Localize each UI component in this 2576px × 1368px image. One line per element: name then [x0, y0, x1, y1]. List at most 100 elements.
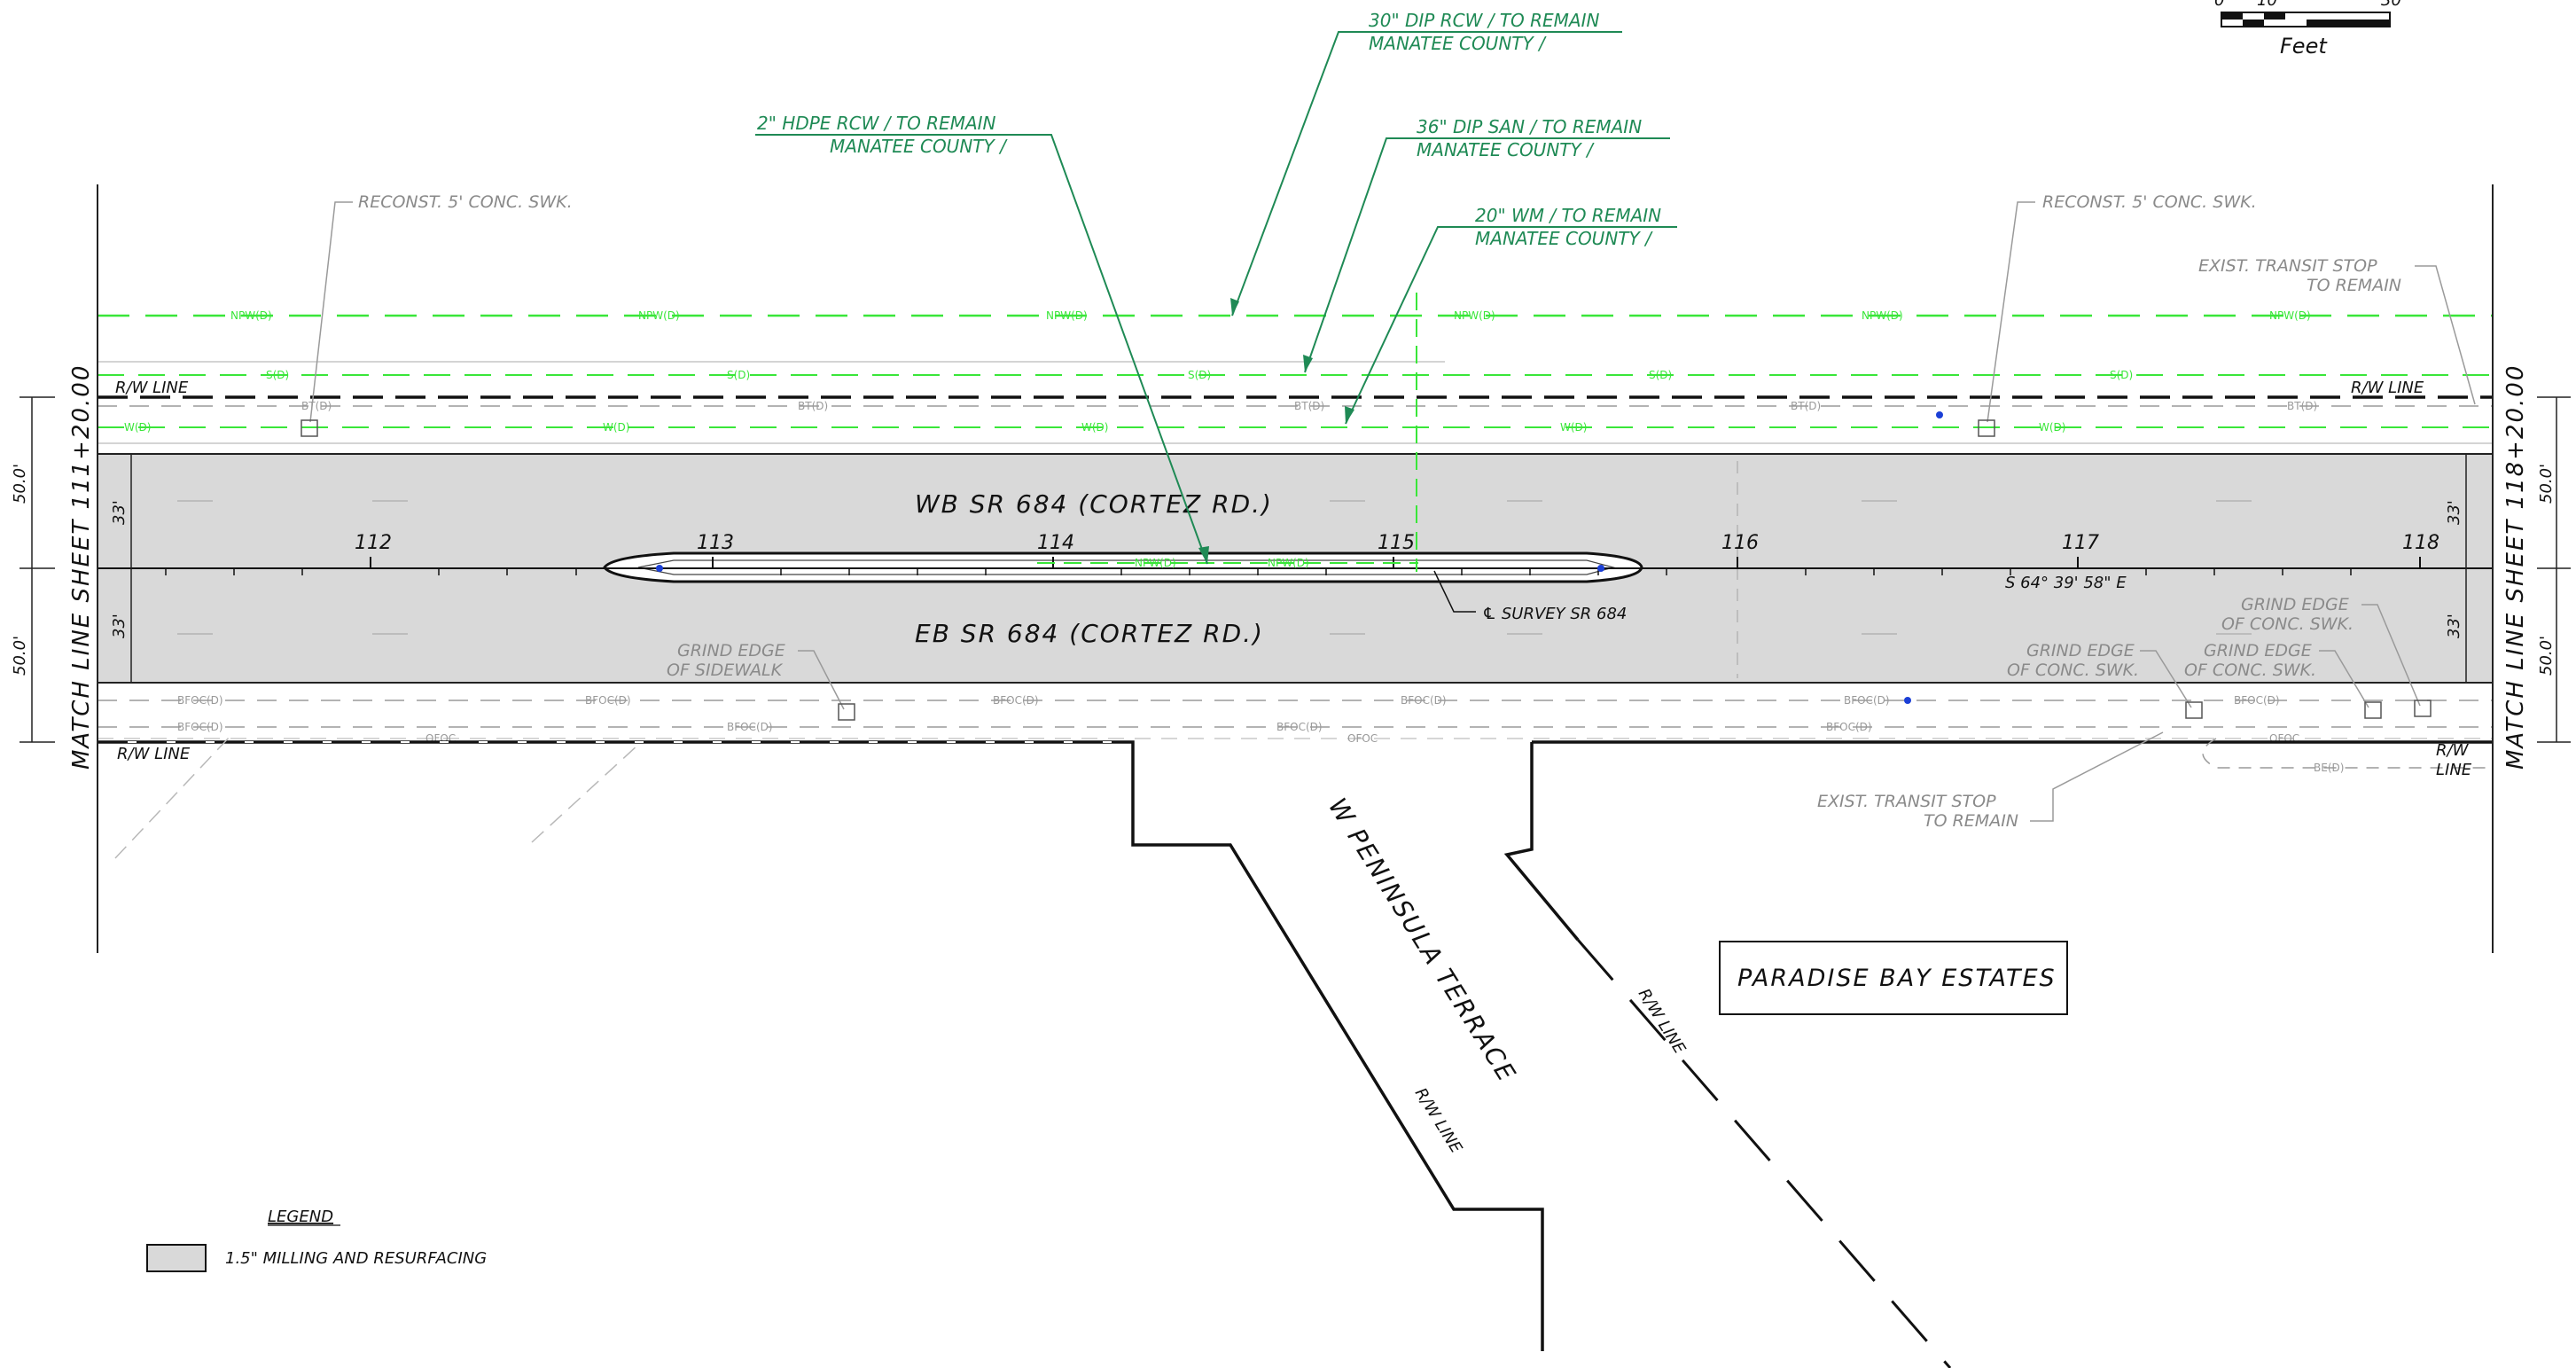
svg-text:MANATEE COUNTY /: MANATEE COUNTY / [830, 136, 1008, 157]
npw-tag: NPW(D) [230, 309, 272, 322]
svg-text:20" WM / TO REMAIN: 20" WM / TO REMAIN [1475, 205, 1661, 226]
bfoc-line-2: BFOC(D) BFOC(D) BFOC(D) BFOC(D) [98, 721, 2493, 733]
bt-tag: BT(D) [1294, 400, 1324, 412]
station-label: 114 [1037, 532, 1074, 554]
note-grind-conc-3: GRIND EDGE OF CONC. SWK. [2221, 595, 2432, 717]
bfoc-tag: BFOC(D) [177, 721, 223, 733]
npw-tag: NPW(D) [1268, 557, 1309, 569]
bt-tag: BT(D) [2287, 400, 2317, 412]
station-label: 117 [2062, 532, 2099, 554]
svg-text:EXIST. TRANSIT STOP: EXIST. TRANSIT STOP [1817, 792, 1996, 811]
note-reconst-left: RECONST. 5' CONC. SWK. [301, 192, 573, 437]
marker-dot [1936, 411, 1943, 418]
scale-tick: 10 [2257, 0, 2277, 10]
svg-text:30" DIP RCW / TO REMAIN: 30" DIP RCW / TO REMAIN [1369, 10, 1599, 31]
bfoc-line-1: BFOC(D) BFOC(D) BFOC(D) BFOC(D) BFOC(D) … [98, 694, 2493, 707]
svg-text:36" DIP SAN / TO REMAIN: 36" DIP SAN / TO REMAIN [1417, 116, 1642, 137]
san-tag: S(D) [727, 369, 750, 381]
water-tag: W(D) [124, 421, 151, 434]
npw-line: NPW(D) NPW(D) NPW(D) NPW(D) NPW(D) NPW(D… [98, 309, 2493, 322]
san-tag: S(D) [1188, 369, 1211, 381]
water-tag: W(D) [603, 421, 629, 434]
scale-bar: 0 10 30 Feet [2214, 0, 2401, 59]
dim-50-label: 50.0' [11, 636, 29, 676]
note-reconst-right: RECONST. 5' CONC. SWK. [1978, 192, 2257, 437]
bt-tag: BT(D) [798, 400, 828, 412]
rw-label: R/W LINE [115, 379, 189, 397]
san-tag: S(D) [1649, 369, 1672, 381]
bt-line: BT(D) BT(D) BT(D) BT(D) BT(D) [98, 400, 2493, 412]
bfoc-tag: BFOC(D) [585, 694, 631, 707]
npw-tag: NPW(D) [1046, 309, 1088, 322]
station-label: 113 [697, 532, 734, 554]
svg-text:OF CONC. SWK.: OF CONC. SWK. [2184, 661, 2316, 680]
svg-text:OF SIDEWALK: OF SIDEWALK [667, 661, 784, 680]
dimension-right [2465, 396, 2571, 743]
dim-50-label: 50.0' [2537, 636, 2556, 676]
svg-text:GRIND EDGE: GRIND EDGE [2026, 641, 2135, 661]
dim-33-label: 33' [2445, 500, 2463, 525]
san-tag: S(D) [2110, 369, 2133, 381]
legend-item: 1.5" MILLING AND RESURFACING [225, 1249, 487, 1268]
marker-dot [1597, 565, 1604, 572]
station-label: 116 [1721, 532, 1759, 554]
svg-text:TO REMAIN: TO REMAIN [1924, 811, 2018, 831]
npw-tag: NPW(D) [638, 309, 680, 322]
dim-33-label: 33' [110, 614, 129, 638]
bearing-label: S 64° 39' 58" E [2005, 574, 2127, 592]
match-line-right: MATCH LINE SHEET 118+20.00 [2502, 364, 2529, 770]
bfoc-tag: BFOC(D) [1401, 694, 1447, 707]
callout-wm20: 20" WM / TO REMAIN MANATEE COUNTY / [1345, 205, 1677, 425]
bfoc-tag: BFOC(D) [2234, 694, 2280, 707]
svg-text:EXIST. TRANSIT STOP: EXIST. TRANSIT STOP [2198, 256, 2377, 276]
rw-label: R/W [2436, 741, 2470, 760]
peninsula-west-row [1229, 844, 1456, 1210]
rw-label: R/W LINE [1411, 1085, 1466, 1157]
marker-dot [1904, 697, 1911, 704]
water-line: W(D) W(D) W(D) W(D) W(D) [98, 421, 2493, 434]
svg-text:OF CONC. SWK.: OF CONC. SWK. [2007, 661, 2139, 680]
bt-tag: BT(D) [1791, 400, 1821, 412]
san-tag: S(D) [266, 369, 289, 381]
peninsula-east-row [1576, 939, 1952, 1368]
water-tag: W(D) [2039, 421, 2065, 434]
callout-hdpe2: 2" HDPE RCW / TO REMAIN MANATEE COUNTY / [755, 113, 1209, 565]
scale-unit: Feet [2280, 34, 2328, 59]
svg-text:GRIND EDGE: GRIND EDGE [677, 641, 785, 661]
survey-leader [1433, 570, 1476, 613]
callout-rcw30: 30" DIP RCW / TO REMAIN MANATEE COUNTY / [1230, 10, 1622, 317]
station-label: 118 [2402, 532, 2439, 554]
svg-text:MANATEE COUNTY /: MANATEE COUNTY / [1417, 139, 1595, 160]
npw-tag: NPW(D) [1135, 557, 1176, 569]
svg-text:GRIND EDGE: GRIND EDGE [2241, 595, 2349, 614]
dim-50-label: 50.0' [2537, 464, 2556, 504]
subdivision-box [1719, 941, 2068, 1015]
subdivision-label: PARADISE BAY ESTATES [1737, 965, 2057, 992]
note-grind-conc-2: GRIND EDGE OF CONC. SWK. [2184, 641, 2382, 719]
scale-tick: 30 [2381, 0, 2401, 10]
road-label-wb: WB SR 684 (CORTEZ RD.) [915, 489, 1273, 519]
survey-label: ℄ SURVEY SR 684 [1482, 605, 1627, 623]
dimension-left [20, 396, 132, 743]
note-grind-sidewalk: GRIND EDGE OF SIDEWALK [667, 641, 855, 721]
npw-tag: NPW(D) [1454, 309, 1495, 322]
npw-tag: NPW(D) [1862, 309, 1903, 322]
be-line [2202, 738, 2493, 769]
match-line-left: MATCH LINE SHEET 111+20.00 [68, 364, 95, 770]
legend-swatch [146, 1244, 207, 1272]
svg-text:MANATEE COUNTY /: MANATEE COUNTY / [1369, 33, 1547, 54]
svg-text:RECONST. 5' CONC. SWK.: RECONST. 5' CONC. SWK. [358, 192, 573, 212]
rw-label: R/W LINE [2351, 379, 2424, 397]
svg-text:MANATEE COUNTY /: MANATEE COUNTY / [1475, 228, 1653, 249]
note-grind-conc-1: GRIND EDGE OF CONC. SWK. [2007, 641, 2203, 719]
scale-tick: 0 [2214, 0, 2224, 10]
svg-text:RECONST. 5' CONC. SWK.: RECONST. 5' CONC. SWK. [2042, 192, 2257, 212]
water-tag: W(D) [1081, 421, 1108, 434]
bfoc-tag: BFOC(D) [727, 721, 773, 733]
bfoc-tag: BFOC(D) [993, 694, 1039, 707]
bfoc-tag: BFOC(D) [177, 694, 223, 707]
minor-ticks [165, 568, 2352, 575]
be-tag: BE(D) [2314, 762, 2344, 774]
station-label: 115 [1378, 532, 1415, 554]
